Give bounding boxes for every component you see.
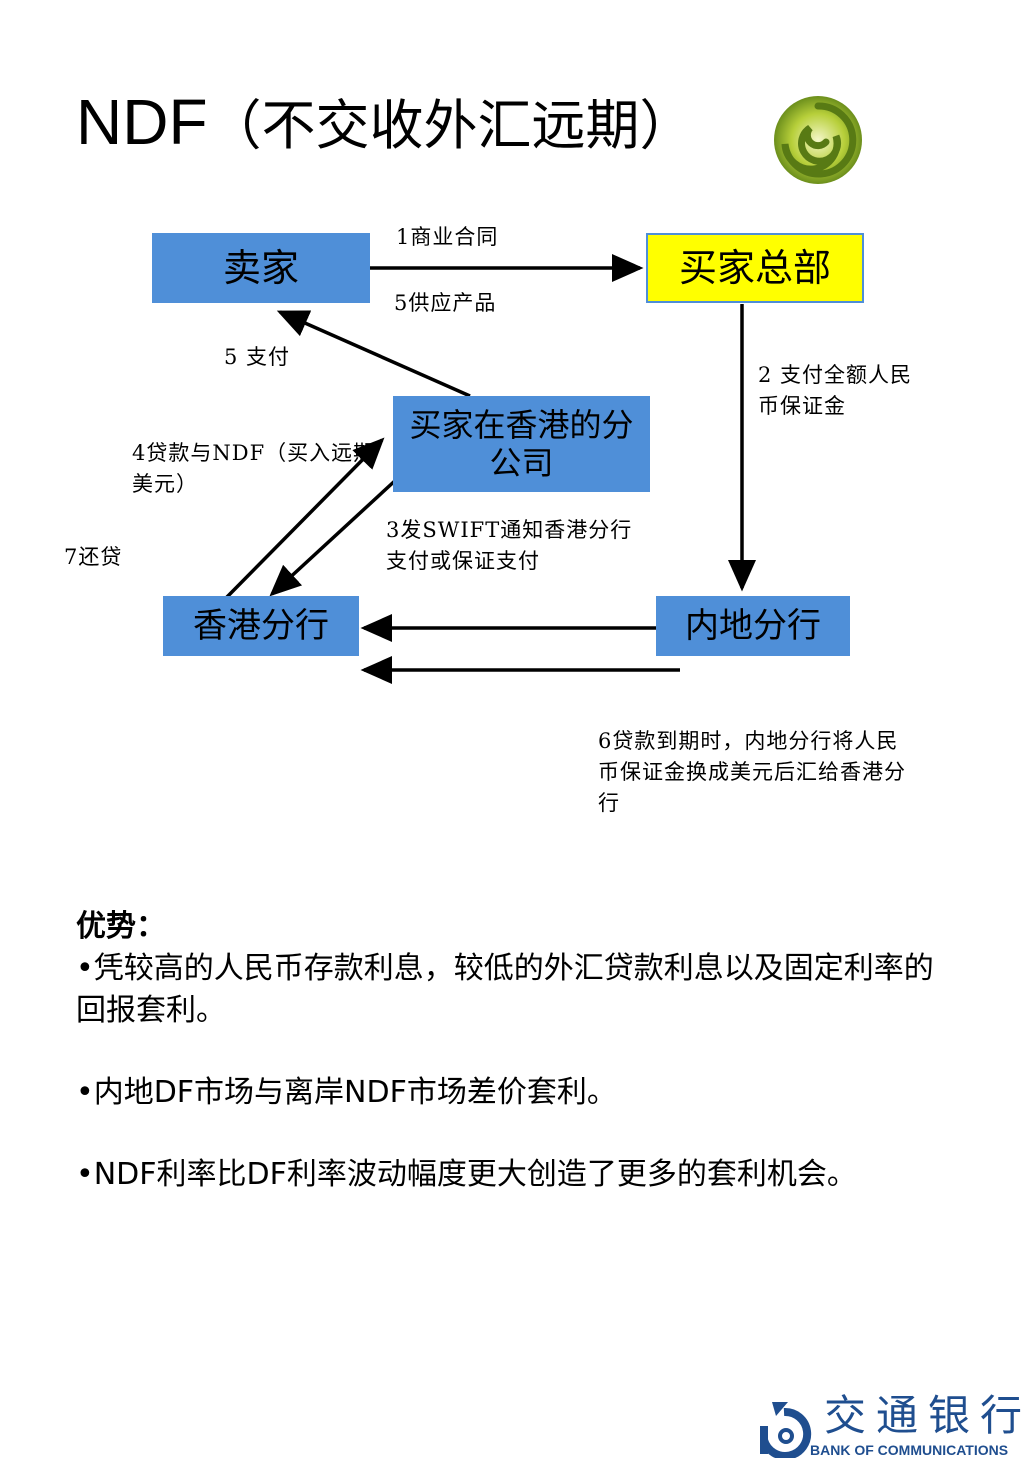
arrow-hkbuyer-to-hkbranch [269,476,400,597]
bank-name-en: BANK OF COMMUNICATIONS [810,1442,1009,1458]
arrow-hkbranch-to-hkbuyer [224,437,385,600]
node-buyer-hk-branch-label: 买家在香港的分公司 [409,406,634,482]
label-3: 3发SWIFT通知香港分行支付或保证支付 [386,518,633,573]
node-hk-branch: 香港分行 [163,596,359,656]
label-6: 6贷款到期时，内地分行将人民币保证金换成美元后汇给香港分行 [598,729,906,815]
advantage-item-2: •内地DF市场与离岸NDF市场差价套利。 [76,1075,617,1110]
diagram-arrows [224,254,756,684]
node-buyer-hq: 买家总部 [646,233,864,303]
bank-footer: 交通银行 BANK OF COMMUNICATIONS [754,1392,1022,1462]
page-title: NDF（不交收外汇远期） [76,82,694,166]
node-buyer-hk-branch: 买家在香港的分公司 [393,396,650,492]
advantages-heading: 优势： [76,909,166,944]
title-latin: NDF [76,86,208,158]
green-swirl-icon [774,96,862,184]
label-5b: 5 支付 [224,345,291,369]
label-7: 7还贷 [64,545,123,569]
label-4: 4贷款与NDF（买入远期美元） [132,441,376,496]
label-2: 2 支付全额人民币保证金 [758,363,913,418]
arrow-hkbuyer-to-seller [276,310,471,398]
label-5a: 5供应产品 [394,291,497,315]
title-cjk: （不交收外汇远期） [207,94,694,157]
advantage-item-1: •凭较高的人民币存款利息，较低的外汇贷款利息以及固定利率的回报套利。 [76,951,934,1028]
bank-of-communications-logo-icon [760,1402,812,1458]
node-seller: 卖家 [152,233,370,303]
label-1: 1商业合同 [396,225,499,249]
advantages-section: 优势： •凭较高的人民币存款利息，较低的外汇贷款利息以及固定利率的回报套利。 •… [76,906,956,1196]
bank-name-cn: 交通银行 [824,1391,1024,1440]
advantage-item-3: •NDF利率比DF利率波动幅度更大创造了更多的套利机会。 [76,1157,857,1192]
node-mainland-branch: 内地分行 [656,596,850,656]
